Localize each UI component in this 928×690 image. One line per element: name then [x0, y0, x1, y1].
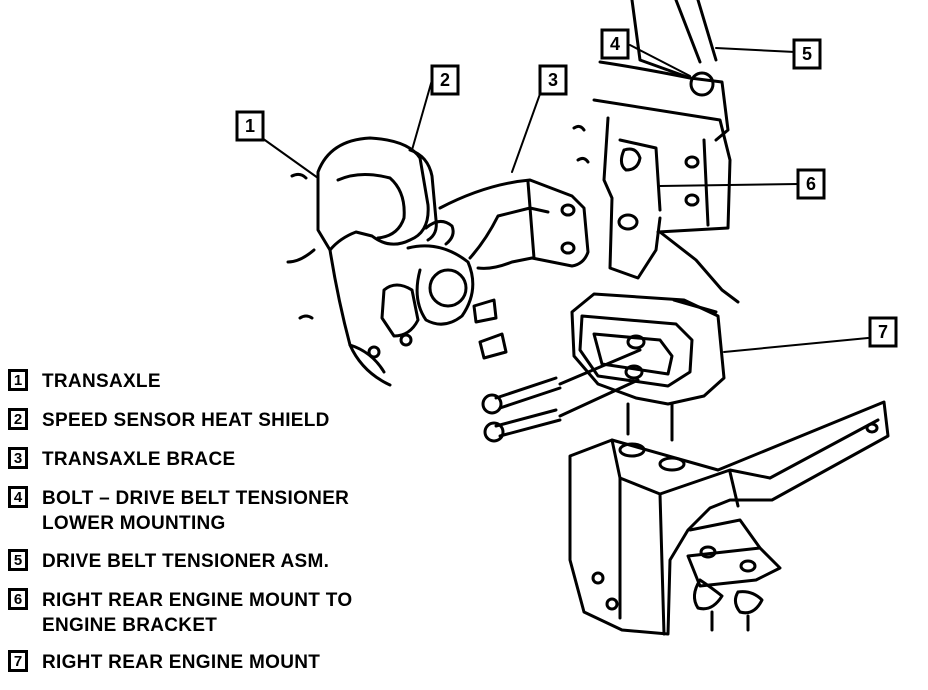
legend-item-6: 6 RIGHT REAR ENGINE MOUNT TO ENGINE BRAC… — [8, 588, 352, 638]
legend-number-box: 5 — [8, 549, 28, 571]
callout-7-label: 7 — [878, 322, 888, 342]
legend-number-box: 4 — [8, 486, 28, 508]
callout-5: 5 — [792, 38, 822, 70]
legend-number-box: 2 — [8, 408, 28, 430]
engine-mount-drawing — [570, 292, 726, 442]
legend-item-4: 4 BOLT – DRIVE BELT TENSIONER LOWER MOUN… — [8, 486, 349, 536]
legend-number-box: 1 — [8, 369, 28, 391]
callout-1-label: 1 — [245, 116, 255, 136]
callout-3-label: 3 — [548, 70, 558, 90]
legend-number-box: 3 — [8, 447, 28, 469]
legend-number-box: 7 — [8, 650, 28, 672]
legend-label: RIGHT REAR ENGINE MOUNT — [42, 650, 320, 675]
legend-line: RIGHT REAR ENGINE MOUNT TO — [42, 590, 353, 611]
legend-line: TRANSAXLE BRACE — [42, 449, 236, 470]
callout-2: 2 — [430, 64, 460, 96]
callout-7: 7 — [868, 316, 898, 348]
callout-6: 6 — [796, 168, 826, 200]
legend-line: LOWER MOUNTING — [42, 513, 226, 534]
legend-number-box: 6 — [8, 588, 28, 610]
callout-6-label: 6 — [806, 174, 816, 194]
callout-4-label: 4 — [610, 34, 620, 54]
legend-label: TRANSAXLE — [42, 369, 161, 394]
legend-label: BOLT – DRIVE BELT TENSIONER LOWER MOUNTI… — [42, 486, 349, 536]
legend-label: SPEED SENSOR HEAT SHIELD — [42, 408, 330, 433]
legend-item-1: 1 TRANSAXLE — [8, 369, 161, 394]
legend-label: DRIVE BELT TENSIONER ASM. — [42, 549, 329, 574]
speed-sensor-heat-shield-drawing — [408, 148, 455, 246]
legend-line: TRANSAXLE — [42, 371, 161, 392]
legend-label: RIGHT REAR ENGINE MOUNT TO ENGINE BRACKE… — [42, 588, 352, 638]
legend-line: SPEED SENSOR HEAT SHIELD — [42, 410, 330, 431]
legend-item-3: 3 TRANSAXLE BRACE — [8, 447, 235, 472]
callout-2-label: 2 — [440, 70, 450, 90]
callout-3: 3 — [538, 64, 568, 96]
legend-line: RIGHT REAR ENGINE MOUNT — [42, 652, 321, 673]
legend-item-5: 5 DRIVE BELT TENSIONER ASM. — [8, 549, 329, 574]
legend-item-2: 2 SPEED SENSOR HEAT SHIELD — [8, 408, 330, 433]
callout-1: 1 — [235, 110, 265, 142]
legend-label: TRANSAXLE BRACE — [42, 447, 235, 472]
mount-bolts-drawing — [472, 298, 642, 443]
legend-line: ENGINE BRACKET — [42, 615, 218, 636]
callout-4: 4 — [600, 28, 630, 60]
legend-item-7: 7 RIGHT REAR ENGINE MOUNT — [8, 650, 320, 675]
transaxle-drawing — [286, 136, 475, 387]
legend-line: DRIVE BELT TENSIONER ASM. — [42, 551, 330, 572]
drive-belt-tensioner-drawing — [598, 0, 730, 142]
frame-bracket-drawing — [568, 400, 890, 636]
transaxle-brace-drawing — [438, 178, 590, 270]
callout-5-label: 5 — [802, 44, 812, 64]
engine-bracket-drawing — [572, 98, 740, 304]
legend-line: BOLT – DRIVE BELT TENSIONER — [42, 488, 350, 509]
